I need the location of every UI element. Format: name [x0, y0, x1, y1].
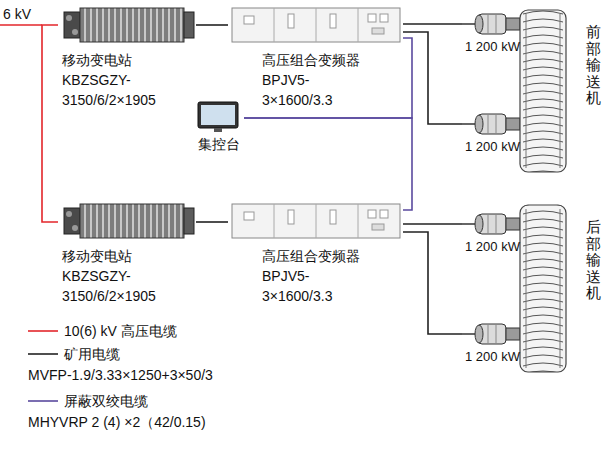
substation-icon [64, 204, 194, 238]
legend-line-sample [28, 353, 58, 355]
substation-node: 移动变电站KBZSGZY- 3150/6/2×1905 [58, 4, 196, 112]
power-label: 1 200 kW [465, 137, 521, 157]
conveyor-icon [520, 10, 566, 172]
power-cable [403, 23, 462, 25]
power-label: 1 200 kW [465, 237, 521, 257]
console-body [198, 102, 238, 128]
conveyor-name: 后部输送机 [586, 219, 601, 302]
motor-icon [462, 14, 520, 34]
node-text: 移动变电站 [62, 246, 192, 266]
hv-cable [42, 25, 58, 222]
node-text: BPJV5- 3×1600/3.3 [262, 266, 367, 306]
power-cable [403, 223, 462, 225]
power-label: 1 200 kW [465, 347, 521, 367]
conveyor-node: 前部输送机 [520, 10, 606, 109]
legend-line-sample [28, 330, 58, 332]
conveyor-pans [520, 205, 566, 372]
node-text: BPJV5- 3×1600/3.3 [262, 70, 367, 110]
motor-node: 1 200 kW [462, 12, 520, 59]
legend-text: MVFP-1.9/3.33×1250+3×50/3 [28, 366, 213, 384]
substation-node: 移动变电站KBZSGZY- 3150/6/2×1905 [58, 200, 196, 308]
conveyor-node: 后部输送机 [520, 205, 606, 304]
power-cable [196, 221, 228, 223]
converter-node: 高压组合变频器BPJV5- 3×1600/3.3 [228, 200, 403, 308]
node-text: KBZSGZY- 3150/6/2×1905 [62, 70, 192, 110]
legend-text: 10(6) kV 高压电缆 [64, 322, 177, 340]
console-stand [214, 128, 222, 132]
node-text: 移动变电站 [62, 50, 192, 70]
node-text: 集控台 [198, 134, 242, 154]
node-text: KBZSGZY- 3150/6/2×1905 [62, 266, 192, 306]
console-screen [201, 105, 235, 125]
conveyor-icon [520, 205, 566, 372]
motor-node: 1 200 kW [462, 112, 520, 159]
motor-icon [462, 324, 520, 344]
control-cable [244, 118, 412, 210]
motor-icon [462, 114, 520, 134]
power-cable [196, 24, 228, 26]
converter-node: 高压组合变频器BPJV5- 3×1600/3.3 [228, 4, 403, 112]
power-cable [403, 232, 462, 334]
motor-node: 1 200 kW [462, 212, 520, 259]
conveyor-rail [526, 14, 527, 168]
console-icon [198, 102, 238, 132]
motor-node: 1 200 kW [462, 322, 520, 369]
motor-icon [462, 214, 520, 234]
converter-icon [232, 204, 400, 238]
legend-line-sample [28, 400, 58, 402]
console-node: 集控台 [196, 100, 244, 156]
converter-icon [232, 8, 400, 42]
node-text: 高压组合变频器 [262, 246, 367, 266]
voltage-label: 6 kV [3, 5, 31, 23]
control-cable [244, 38, 412, 118]
conveyor-rail [526, 209, 527, 368]
conveyor-rail [560, 14, 561, 168]
legend-text: MHYVRP 2 (4) ×2（42/0.15) [28, 413, 206, 431]
power-label: 1 200 kW [465, 37, 521, 57]
hv-cable [0, 24, 42, 26]
conveyor-pans [520, 10, 566, 172]
legend-text: 矿用电缆 [64, 345, 120, 363]
conveyor-name: 前部输送机 [586, 24, 601, 107]
node-text: 高压组合变频器 [262, 50, 367, 70]
legend-text: 屏蔽双绞电缆 [64, 392, 148, 410]
substation-icon [64, 8, 194, 42]
conveyor-rail [560, 209, 561, 368]
